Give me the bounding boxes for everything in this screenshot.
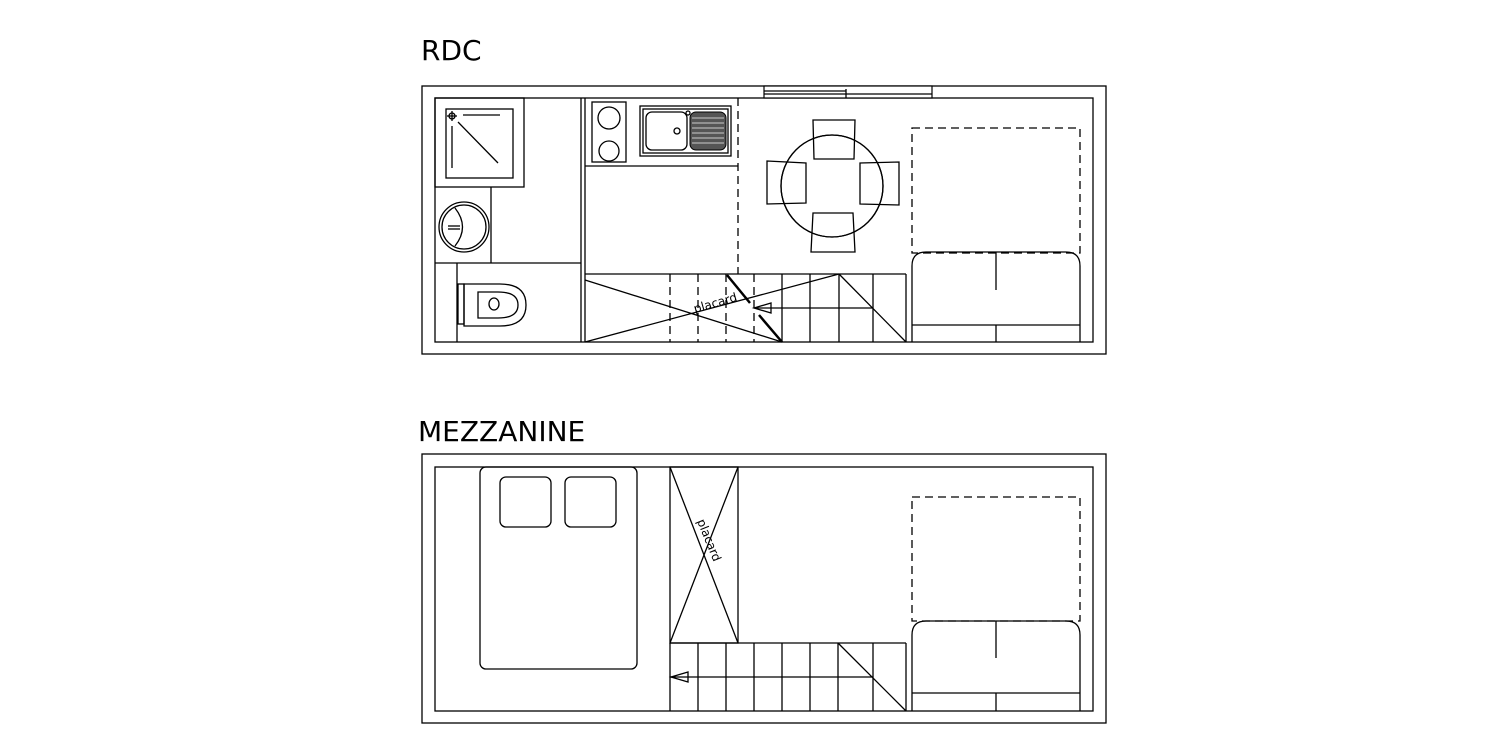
toilet	[457, 283, 527, 327]
mezzanine-plan: MEZZANINE placard	[418, 415, 1107, 724]
sofa-bed	[911, 127, 1081, 342]
ground-floor-plan: RDC	[421, 34, 1107, 355]
stair-direction-arrow-icon	[668, 671, 689, 683]
closet: placard	[669, 466, 739, 644]
pillow	[499, 476, 552, 528]
chair	[810, 212, 856, 253]
pillow	[564, 476, 617, 528]
bathroom	[434, 97, 586, 342]
closet-label: placard	[692, 290, 739, 316]
chair	[766, 160, 807, 205]
sofa-bed	[911, 496, 1081, 711]
ground-floor-title: RDC	[421, 34, 482, 67]
cooktop	[591, 101, 627, 163]
stair-direction-arrow-icon	[751, 302, 772, 314]
double-bed	[479, 466, 638, 670]
outer-wall	[421, 453, 1107, 724]
shower	[434, 97, 525, 188]
mezzanine-title: MEZZANINE	[418, 415, 585, 448]
staircase	[668, 642, 907, 712]
inner-wall	[434, 466, 1094, 712]
window	[763, 85, 933, 99]
dining-table	[766, 119, 900, 253]
washbasin	[438, 187, 492, 263]
chair	[859, 161, 900, 206]
kitchen-sink	[639, 105, 732, 157]
chair	[812, 119, 856, 160]
kitchen	[585, 98, 739, 274]
staircase: placard	[584, 273, 907, 343]
